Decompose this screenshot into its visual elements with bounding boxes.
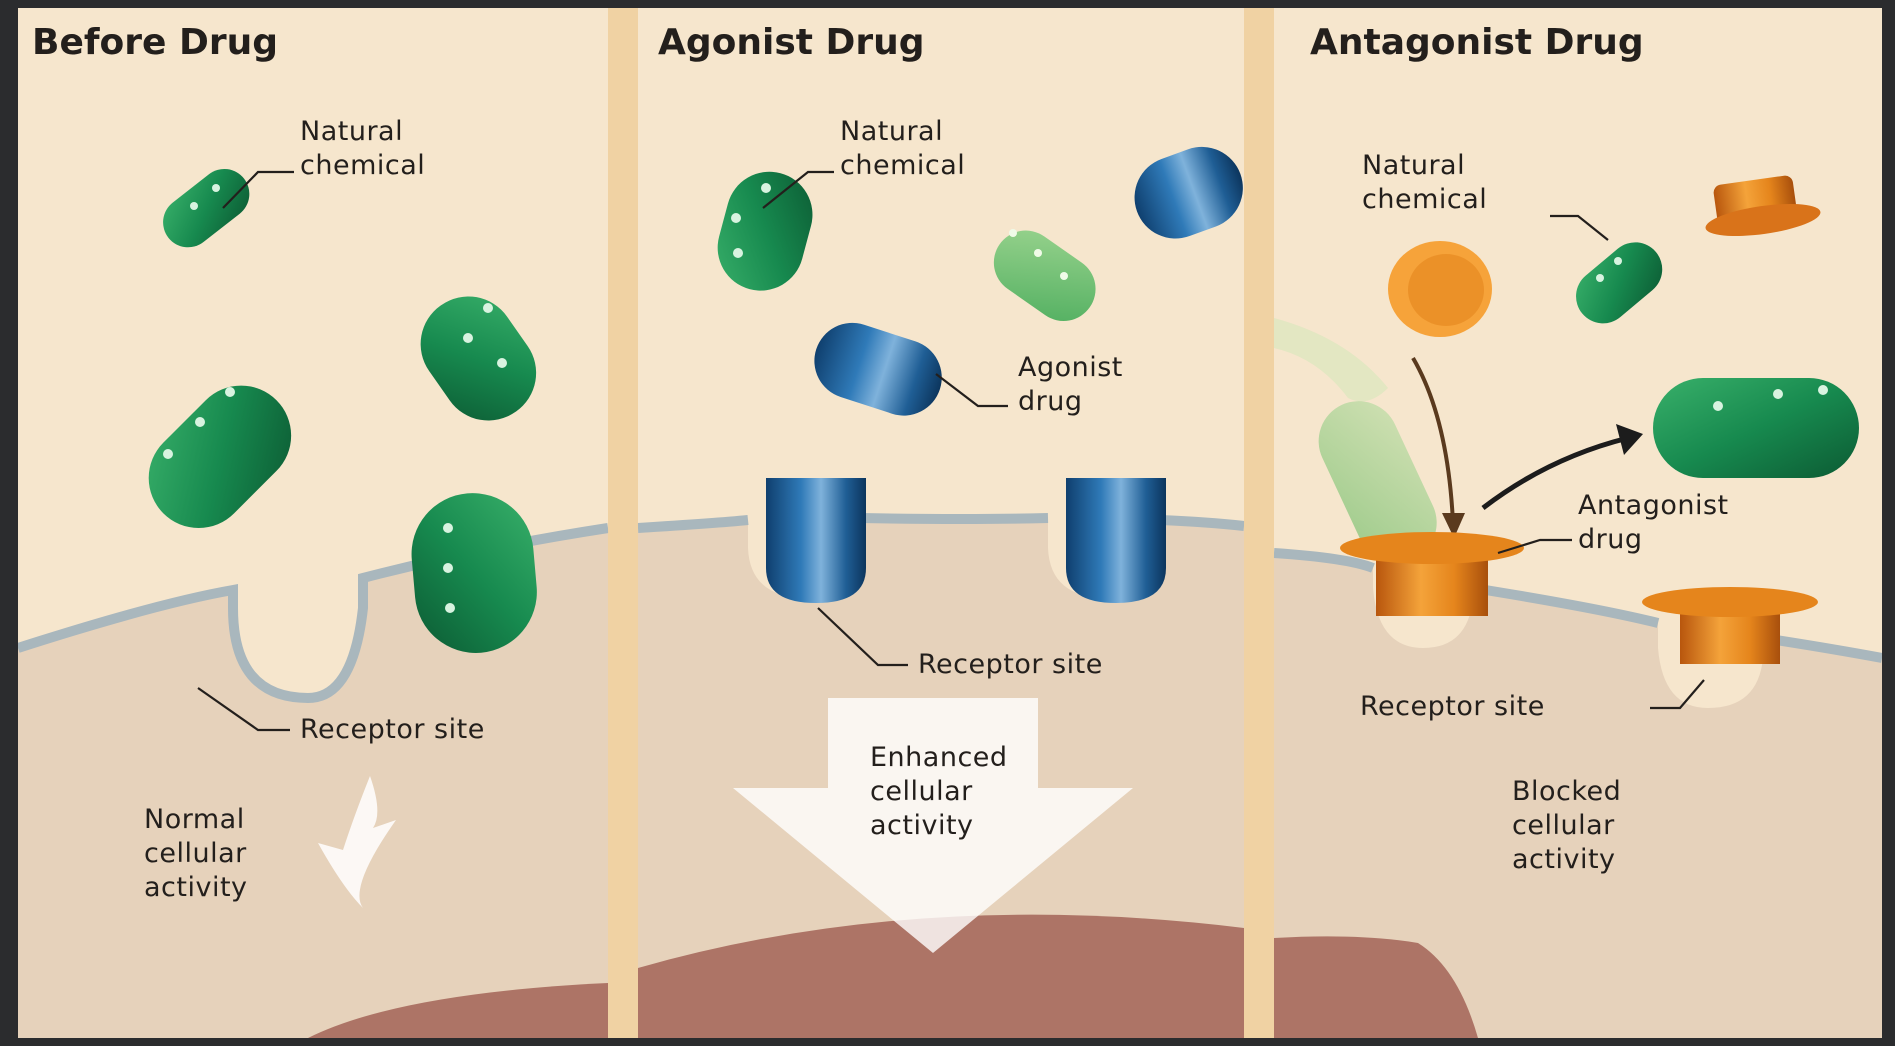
receptor-site-label: Receptor site [300,714,485,745]
natural-chemical-label: chemical [840,150,965,181]
panel-divider [608,8,638,1038]
activity-label: cellular [870,776,973,807]
activity-label: activity [1512,844,1616,875]
panel-agonist-drug: Agonist Drug Natural chemical Agonist dr… [638,8,1254,1038]
natural-chemical-label: Natural [1362,150,1465,181]
antagonist-drug-label: Antagonist [1578,490,1729,521]
panel-divider [1244,8,1274,1038]
natural-chemical-label: Natural [840,116,943,147]
activity-label: activity [870,810,974,841]
panel-title: Antagonist Drug [1310,22,1644,63]
natural-chemical-label: chemical [300,150,425,181]
activity-label: activity [144,872,248,903]
panel-before-drug: Before Drug Natural chemical Receptor si… [18,8,608,1038]
activity-label: Normal [144,804,245,835]
panel-title: Agonist Drug [658,22,925,63]
diagram: Before Drug Natural chemical Receptor si… [18,8,1882,1038]
agonist-drug-label: drug [1018,386,1083,417]
agonist-drug-label: Agonist [1018,352,1123,383]
activity-label: Blocked [1512,776,1621,807]
receptor-site-label: Receptor site [918,649,1103,680]
activity-label: cellular [1512,810,1615,841]
receptor-site-label: Receptor site [1360,691,1545,722]
panel-title: Before Drug [32,22,278,63]
antagonist-drug-label: drug [1578,524,1643,555]
activity-label: Enhanced [870,742,1008,773]
natural-chemical-label: Natural [300,116,403,147]
panel-antagonist-drug: Antagonist Drug Natural chemical Antagon… [1274,8,1882,1038]
diagram-svg: Before Drug Natural chemical Receptor si… [18,8,1882,1038]
natural-chemical-label: chemical [1362,184,1487,215]
activity-label: cellular [144,838,247,869]
